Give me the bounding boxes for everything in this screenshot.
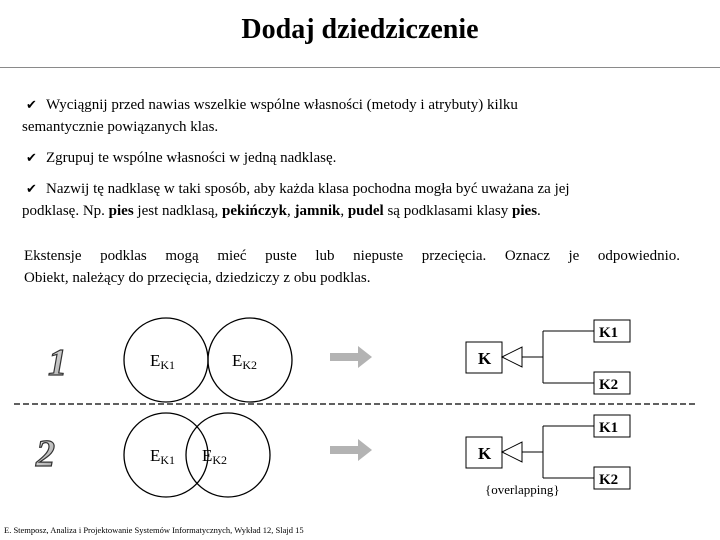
example-word: jamnik xyxy=(294,203,341,219)
class-label-k1: K1 xyxy=(599,325,618,341)
diagram-2: 2 EK1 EK2 K K1 K2 {overlapping} xyxy=(34,412,631,498)
arrow-right-icon xyxy=(330,346,372,368)
class-box-k1 xyxy=(593,319,631,343)
checkmark-icon: ✔ xyxy=(26,150,37,165)
class-box-k1 xyxy=(593,414,631,438)
example-word: pies xyxy=(512,203,538,219)
class-box-k xyxy=(465,436,503,469)
class-label-k2: K2 xyxy=(599,377,618,393)
extension-paragraph: Ekstensje podklas mogą mieć puste lub ni… xyxy=(24,248,680,286)
class-box-k2 xyxy=(593,466,631,490)
slide-footer: E. Stemposz, Analiza i Projektowanie Sys… xyxy=(4,525,304,535)
class-label-k: K xyxy=(478,349,492,368)
set-circle-k1 xyxy=(123,412,209,498)
arrow-right-icon xyxy=(330,439,372,461)
class-box-k2 xyxy=(593,371,631,395)
set-label-k2: EK2 xyxy=(202,446,227,467)
checkmark-icon: ✔ xyxy=(26,97,37,112)
step-number-1-icon: 1 xyxy=(48,342,67,384)
generalization-triangle xyxy=(500,441,523,463)
set-label-k2: EK2 xyxy=(232,351,257,372)
bullet-2: ✔Zgrupuj te wspólne własności w jedną na… xyxy=(22,147,702,169)
class-label-k1: K1 xyxy=(599,420,618,436)
title-divider xyxy=(0,67,720,68)
set-circle-k2 xyxy=(207,317,293,403)
diagram-1: 1 EK1 EK2 K K1 K2 xyxy=(47,317,631,403)
example-word: pudel xyxy=(347,203,384,219)
bullet-1: ✔Wyciągnij przed nawias wszelkie wspólne… xyxy=(22,94,702,138)
checkmark-icon: ✔ xyxy=(26,181,37,196)
class-label-k2: K2 xyxy=(599,472,618,488)
bullet-3: ✔Nazwij tę nadklasę w taki sposób, aby k… xyxy=(22,178,712,222)
step-number-2-icon: 2 xyxy=(35,433,55,475)
set-label-k1: EK1 xyxy=(150,351,175,372)
overlapping-constraint: {overlapping} xyxy=(485,482,560,497)
example-word: pies xyxy=(108,203,134,219)
class-label-k: K xyxy=(478,444,492,463)
slide-title: Dodaj dziedziczenie xyxy=(241,14,479,45)
example-word: pekińczyk xyxy=(221,203,287,219)
set-label-k1: EK1 xyxy=(150,446,175,467)
set-circle-k2 xyxy=(185,412,271,498)
generalization-triangle xyxy=(500,346,523,368)
